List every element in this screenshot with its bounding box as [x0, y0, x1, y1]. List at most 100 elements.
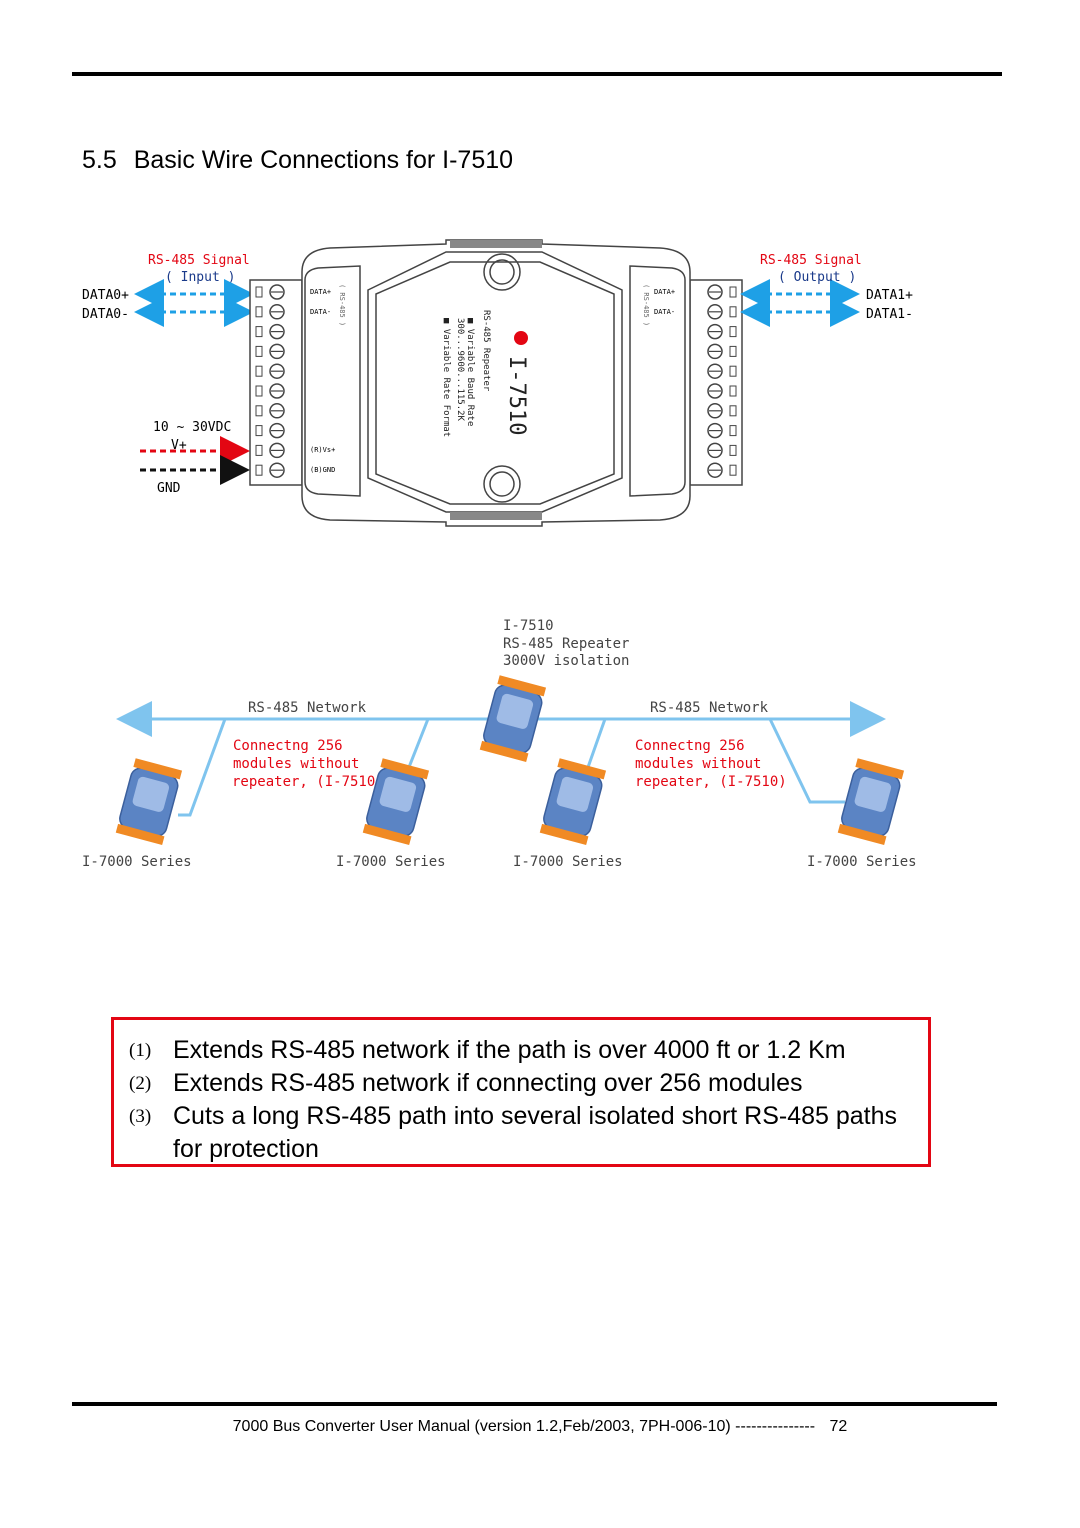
right-terminal-pin-slot — [729, 425, 737, 437]
right-terminal-pin-slot — [729, 464, 737, 476]
device-feature-list: RS-485 Repeater■ Variable Baud Rate300..… — [441, 310, 491, 437]
left-terminal-pin-slot — [255, 326, 263, 338]
right-terminal-pin-slot — [729, 326, 737, 338]
module-3-label-area — [556, 776, 594, 812]
module-3-bottom-connector — [539, 823, 589, 846]
page-footer: 7000 Bus Converter User Manual (version … — [0, 1418, 1080, 1436]
right-terminal-pin-slot — [729, 385, 737, 397]
data1-plus-label: DATA1+ — [866, 288, 913, 303]
left-terminal-block — [249, 279, 303, 486]
repeater-module-bottom-connector — [479, 740, 529, 763]
power-led — [514, 331, 528, 345]
device-feature-line: ■ Variable Baud Rate — [465, 318, 475, 426]
left-terminal-pin-slot — [255, 405, 263, 417]
feature-text: Extends RS-485 network if connecting ove… — [173, 1069, 803, 1097]
right-terminal-pin-slot — [729, 444, 737, 456]
module-3 — [539, 758, 607, 846]
pin-rs485-left: ( RS-485 ) — [338, 284, 346, 326]
series-label-2: I-7000 Series — [336, 854, 446, 870]
module-2-bottom-connector — [362, 823, 412, 846]
feature-text: Cuts a long RS-485 path into several iso… — [173, 1102, 898, 1163]
module-3-top-connector — [557, 758, 607, 780]
data0-plus-label: DATA0+ — [82, 288, 129, 303]
drop-line-1 — [178, 718, 227, 817]
series-label-1: I-7000 Series — [82, 854, 192, 870]
i7510-device-body — [301, 239, 691, 527]
right-signal-sub: ( Output ) — [778, 270, 856, 285]
module-1-bottom-connector — [115, 823, 165, 846]
device-feature-line: ■ Variable Rate Format — [441, 318, 451, 437]
footer-dashes: --------------- — [735, 1418, 816, 1435]
note-right-line3: repeater, (I-7510) — [635, 774, 787, 790]
right-terminal-pin-slot — [729, 345, 737, 357]
module-1 — [115, 758, 183, 846]
right-terminal-pin-slot — [729, 405, 737, 417]
repeater-module-top-connector — [497, 675, 547, 697]
right-terminal-pin-slot — [729, 365, 737, 377]
left-signal-label: RS-485 Signal — [148, 253, 250, 268]
top-grip — [450, 240, 542, 248]
pin-right-data-plus: DATA+ — [654, 288, 675, 296]
footer-rule — [72, 1402, 997, 1406]
left-terminal-pin-slot — [255, 286, 263, 298]
module-1-label-area — [132, 776, 170, 812]
footer-text: 7000 Bus Converter User Manual (version … — [232, 1418, 731, 1435]
note-left-line2: modules without — [233, 756, 359, 772]
module-4-bottom-connector — [837, 823, 887, 846]
pin-rs485-right: ( RS-485 ) — [642, 284, 650, 326]
feature-marker: (2) — [129, 1073, 152, 1094]
left-terminal-pin-slot — [255, 385, 263, 397]
left-terminal-pin-slot — [255, 444, 263, 456]
note-right: Connectng 256 modules without repeater, … — [635, 738, 787, 790]
pin-left-gnd: (B)GND — [310, 466, 335, 474]
section-heading: 5.5 Basic Wire Connections for I-7510 — [82, 146, 513, 175]
left-terminal-pin-slot — [255, 345, 263, 357]
network-left-label: RS-485 Network — [248, 700, 367, 716]
features-callout: (1) Extends RS-485 network if the path i… — [111, 1017, 931, 1167]
module-4 — [837, 758, 905, 846]
gnd-label: GND — [157, 481, 181, 496]
vplus-label: V+ — [171, 438, 187, 453]
feature-item: (3) Cuts a long RS-485 path into several… — [129, 1100, 929, 1166]
repeater-label-1: I-7510 — [503, 618, 554, 634]
left-terminal-pin-slot — [255, 425, 263, 437]
left-terminal-pin-slot — [255, 464, 263, 476]
section-title: Basic Wire Connections for I-7510 — [133, 146, 514, 174]
module-2-label-area — [379, 776, 417, 812]
note-left-line3: repeater, (I-7510) — [232, 774, 384, 790]
feature-marker: (1) — [129, 1040, 152, 1061]
pin-left-vs: (R)Vs+ — [310, 446, 335, 454]
note-right-line1: Connectng 256 — [635, 738, 745, 754]
data0-minus-label: DATA0- — [82, 307, 129, 322]
module-4-top-connector — [855, 758, 905, 780]
right-signal-label: RS-485 Signal — [760, 253, 862, 268]
repeater-module-label-area — [496, 693, 534, 729]
feature-text: Extends RS-485 network if the path is ov… — [173, 1036, 846, 1064]
data1-minus-label: DATA1- — [866, 307, 913, 322]
module-1-top-connector — [133, 758, 183, 780]
drop-line-4 — [768, 718, 845, 804]
network-diagram: I-7510 RS-485 Repeater 3000V isolation R… — [82, 618, 917, 870]
right-terminal-block — [689, 279, 743, 486]
module-2 — [362, 758, 430, 846]
network-right-label: RS-485 Network — [650, 700, 769, 716]
repeater-label-2: RS-485 Repeater — [503, 636, 629, 652]
series-label-4: I-7000 Series — [807, 854, 917, 870]
repeater-module — [479, 675, 547, 763]
module-2-top-connector — [380, 758, 430, 780]
header-rule — [72, 72, 1002, 76]
feature-list: (1) Extends RS-485 network if the path i… — [129, 1034, 929, 1166]
page-number: 72 — [829, 1418, 848, 1435]
bottom-grip — [450, 512, 542, 520]
left-terminal-pin-slot — [255, 365, 263, 377]
device-feature-line: 300...9600...115.2K — [455, 318, 465, 422]
pin-right-data-minus: DATA- — [654, 308, 675, 316]
device-name: I-7510 — [504, 356, 529, 435]
feature-item: (2) Extends RS-485 network if connecting… — [129, 1067, 929, 1100]
feature-marker: (3) — [129, 1106, 152, 1127]
note-left: Connectng 256 modules without repeater, … — [232, 738, 384, 790]
left-signal-sub: ( Input ) — [165, 270, 235, 285]
right-terminal-pin-slot — [729, 306, 737, 318]
wiring-diagram: RS-485 Signal ( Input ) DATA0+ DATA0- 10… — [82, 239, 913, 527]
note-right-line2: modules without — [635, 756, 761, 772]
